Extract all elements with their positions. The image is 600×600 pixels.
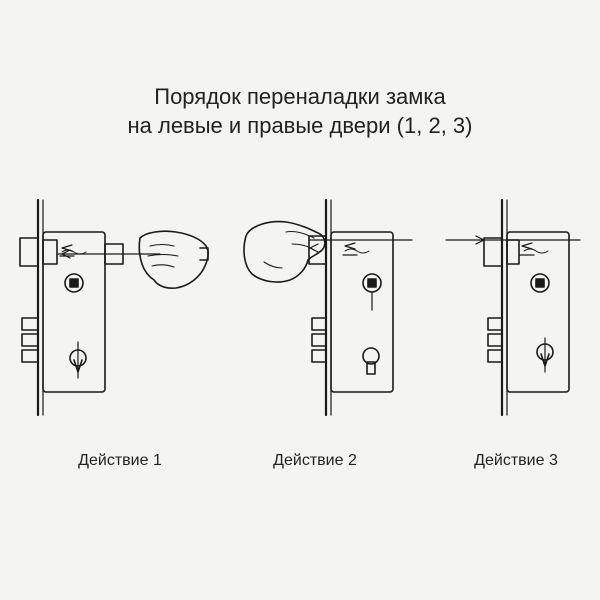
lock-1-latch — [19, 237, 39, 267]
step-2-caption: Действие 2 — [273, 452, 357, 469]
lock-2-deadbolt-1 — [311, 317, 327, 331]
lock-2-latch — [308, 235, 327, 265]
lock-3-latch — [483, 237, 503, 267]
step-3-caption: Действие 3 — [474, 452, 558, 469]
lock-3-follower — [530, 273, 550, 293]
title-line-1: Порядок переналадки замка — [154, 84, 446, 109]
lock-1-follower — [64, 273, 84, 293]
lock-3-body — [506, 231, 570, 393]
lock-2-body — [330, 231, 394, 393]
diagram-title: Порядок переналадки замка на левые и пра… — [0, 82, 600, 140]
lock-2-deadbolt-2 — [311, 333, 327, 347]
lock-1-deadbolt-2 — [21, 333, 39, 347]
lock-2-cylinder — [362, 347, 380, 365]
lock-3-deadbolt-3 — [487, 349, 503, 363]
lock-2-hand — [243, 220, 326, 283]
lock-3 — [445, 198, 581, 417]
lock-2-deadbolt-3 — [311, 349, 327, 363]
step-1-caption: Действие 1 — [78, 452, 162, 469]
lock-1-deadbolt-3 — [21, 349, 39, 363]
lock-1-hand — [138, 230, 209, 289]
lock-1 — [19, 198, 209, 417]
lock-1-deadbolt-1 — [21, 317, 39, 331]
lock-3-deadbolt-1 — [487, 317, 503, 331]
lock-2 — [243, 198, 413, 417]
lock-3-deadbolt-2 — [487, 333, 503, 347]
lock-1-body — [42, 231, 106, 393]
lock-1-tool — [104, 243, 124, 265]
title-line-2: на левые и правые двери (1, 2, 3) — [127, 113, 473, 138]
